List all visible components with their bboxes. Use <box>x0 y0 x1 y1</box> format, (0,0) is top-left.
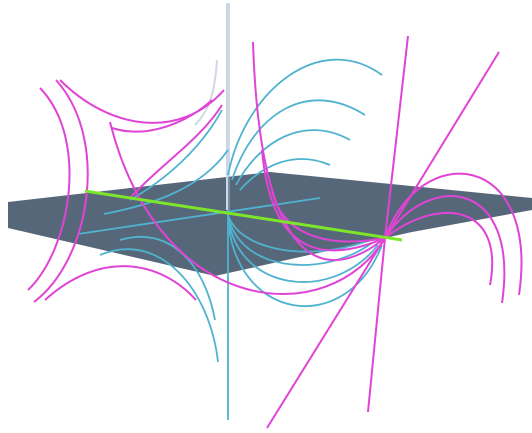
magenta-line <box>384 211 493 286</box>
cyan-line <box>77 197 321 235</box>
magenta-line <box>59 79 225 124</box>
magenta-line <box>44 265 197 301</box>
magenta-line <box>129 104 223 199</box>
cyan-line <box>227 58 383 176</box>
cyan-line <box>99 248 219 363</box>
magenta-field-lines <box>27 35 523 429</box>
cyan-line <box>231 99 366 181</box>
magenta-line <box>111 99 213 133</box>
cyan-line <box>235 129 351 186</box>
magenta-line <box>384 172 523 296</box>
cyan-line <box>227 214 373 266</box>
magenta-line <box>367 237 386 413</box>
cyan-field-lines <box>77 58 383 420</box>
magenta-line <box>109 121 386 295</box>
cyan-line <box>227 214 383 308</box>
magenta-line <box>33 79 89 303</box>
magenta-line <box>266 237 386 429</box>
magenta-line <box>271 189 386 243</box>
vertical-rod <box>194 3 230 210</box>
cyan-line <box>227 214 379 283</box>
magenta-line <box>384 35 409 239</box>
magenta-line <box>384 195 506 304</box>
magenta-line <box>252 41 386 261</box>
cyan-line <box>227 214 366 253</box>
green-axis <box>84 189 403 242</box>
magenta-line <box>27 87 71 291</box>
cyan-line <box>239 158 331 191</box>
magenta-line <box>384 51 500 239</box>
cyan-line <box>103 149 229 215</box>
magenta-line <box>261 149 386 252</box>
cyan-line <box>129 109 223 201</box>
